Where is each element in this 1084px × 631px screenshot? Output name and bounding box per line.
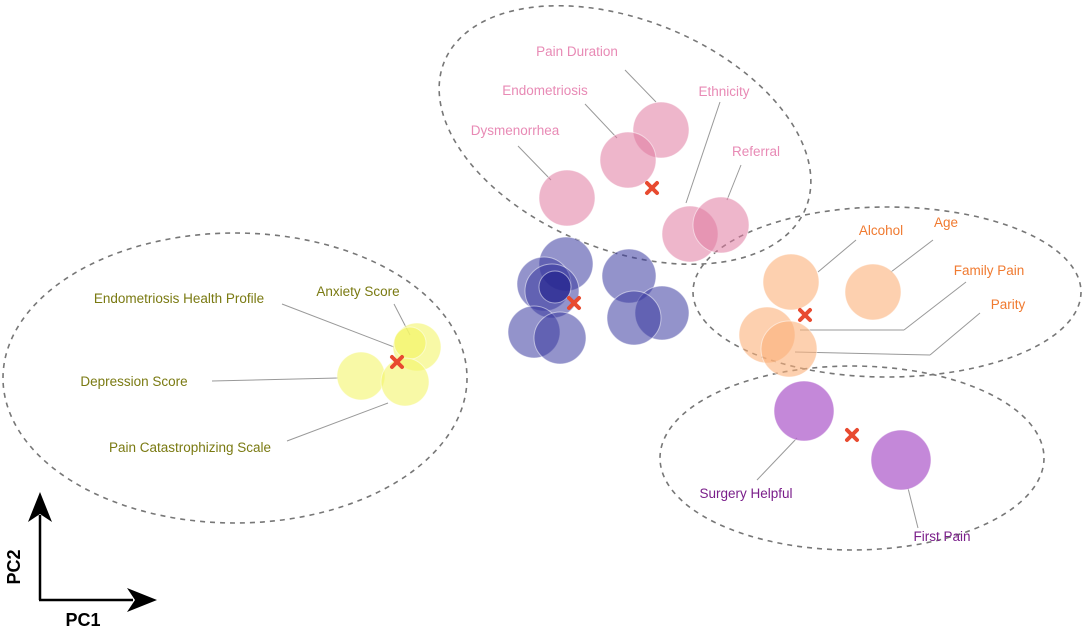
cluster-boundary-yellow [2, 232, 468, 524]
y-axis-label: PC2 [4, 549, 24, 584]
centroid-marker [845, 428, 859, 442]
leader-line [907, 487, 919, 529]
x-axis-arrowhead [127, 588, 157, 612]
leader-line [685, 101, 721, 204]
cluster-boundary-pink [438, 4, 812, 266]
x-axis-label: PC1 [65, 610, 100, 630]
centroid-marker [567, 296, 581, 310]
label-referral: Referral [732, 144, 780, 159]
data-point [760, 320, 818, 378]
label-depression-score: Depression Score [80, 374, 187, 389]
cluster-boundary-purple [659, 365, 1045, 551]
centroid-marker [390, 355, 404, 369]
data-point [538, 270, 572, 304]
data-point [692, 196, 750, 254]
label-surgery-helpful: Surgery Helpful [699, 486, 792, 501]
data-point [599, 131, 657, 189]
leader-line [903, 281, 967, 331]
label-first-pain: First Pain [913, 529, 970, 544]
leader-line [211, 377, 339, 382]
leader-line [726, 164, 742, 201]
leader-line [517, 145, 552, 181]
leader-line [817, 239, 857, 273]
leader-line [286, 402, 389, 442]
leader-line [890, 239, 934, 273]
label-pain-duration: Pain Duration [536, 44, 618, 59]
label-anxiety-score: Anxiety Score [316, 284, 399, 299]
label-alcohol: Alcohol [859, 223, 903, 238]
leader-line [281, 303, 395, 348]
y-axis-arrowhead [28, 492, 52, 522]
label-parity: Parity [991, 297, 1026, 312]
data-point [336, 351, 386, 401]
data-point [380, 357, 430, 407]
leader-line [756, 437, 798, 481]
centroid-marker [645, 181, 659, 195]
leader-line [624, 69, 657, 103]
data-point [393, 326, 427, 360]
cluster-boundary-orange [692, 206, 1082, 378]
centroid-marker [798, 308, 812, 322]
label-ethnicity: Ethnicity [698, 84, 749, 99]
label-age: Age [934, 215, 958, 230]
data-point [538, 169, 596, 227]
label-dysmenorrhea: Dysmenorrhea [471, 123, 560, 138]
data-point [606, 290, 662, 346]
data-point [870, 429, 932, 491]
data-point [762, 253, 820, 311]
label-endometriosis-health-profile: Endometriosis Health Profile [94, 291, 264, 306]
leader-line [929, 312, 981, 356]
leader-line [584, 103, 618, 139]
data-point [533, 311, 587, 365]
leader-line [794, 351, 931, 356]
data-point [844, 263, 902, 321]
data-point [773, 380, 835, 442]
label-endometriosis: Endometriosis [502, 83, 588, 98]
label-family-pain: Family Pain [954, 263, 1025, 278]
label-pain-catastrophizing-scale: Pain Catastrophizing Scale [109, 440, 271, 455]
